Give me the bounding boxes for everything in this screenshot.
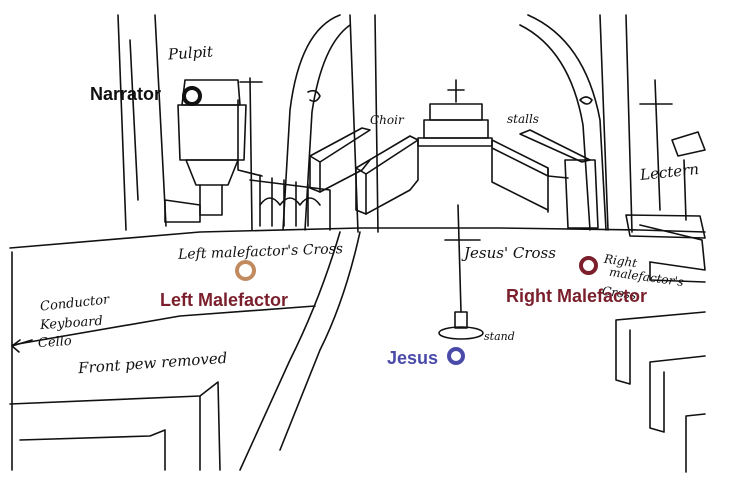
left-pews <box>9 381 221 471</box>
right-pillar <box>599 14 633 233</box>
lectern-cross <box>625 79 706 283</box>
right-pews <box>615 311 706 473</box>
jesus-cross-label: Jesus' Cross <box>464 244 556 262</box>
left-pillar <box>117 14 167 231</box>
pulpit <box>164 77 331 231</box>
jesus-label: Jesus <box>387 348 439 368</box>
cello-label: Cello <box>37 333 73 352</box>
jesus-cross-stand <box>438 204 484 340</box>
altar <box>417 79 493 147</box>
floor-lines <box>9 227 706 471</box>
right-choir-stalls <box>491 129 599 229</box>
right-arch <box>519 14 607 231</box>
right-malefactor-label: Right Malefactor <box>506 286 648 306</box>
pulpit-label: Pulpit <box>167 42 214 64</box>
stand-label: stand <box>484 330 515 343</box>
left-malefactor-label: Left Malefactor <box>160 290 289 310</box>
choir-label: Choir <box>370 113 404 127</box>
jesus-marker <box>447 347 465 365</box>
left-malefactor-marker <box>235 260 256 281</box>
conductor-arrow <box>11 339 33 353</box>
left-arch <box>282 14 379 233</box>
narrator-marker <box>182 86 202 106</box>
stalls-label: stalls <box>507 112 539 126</box>
narrator-label: Narrator <box>90 84 162 104</box>
right-malefactor-marker <box>579 256 598 275</box>
left-choir-stalls <box>309 127 419 215</box>
